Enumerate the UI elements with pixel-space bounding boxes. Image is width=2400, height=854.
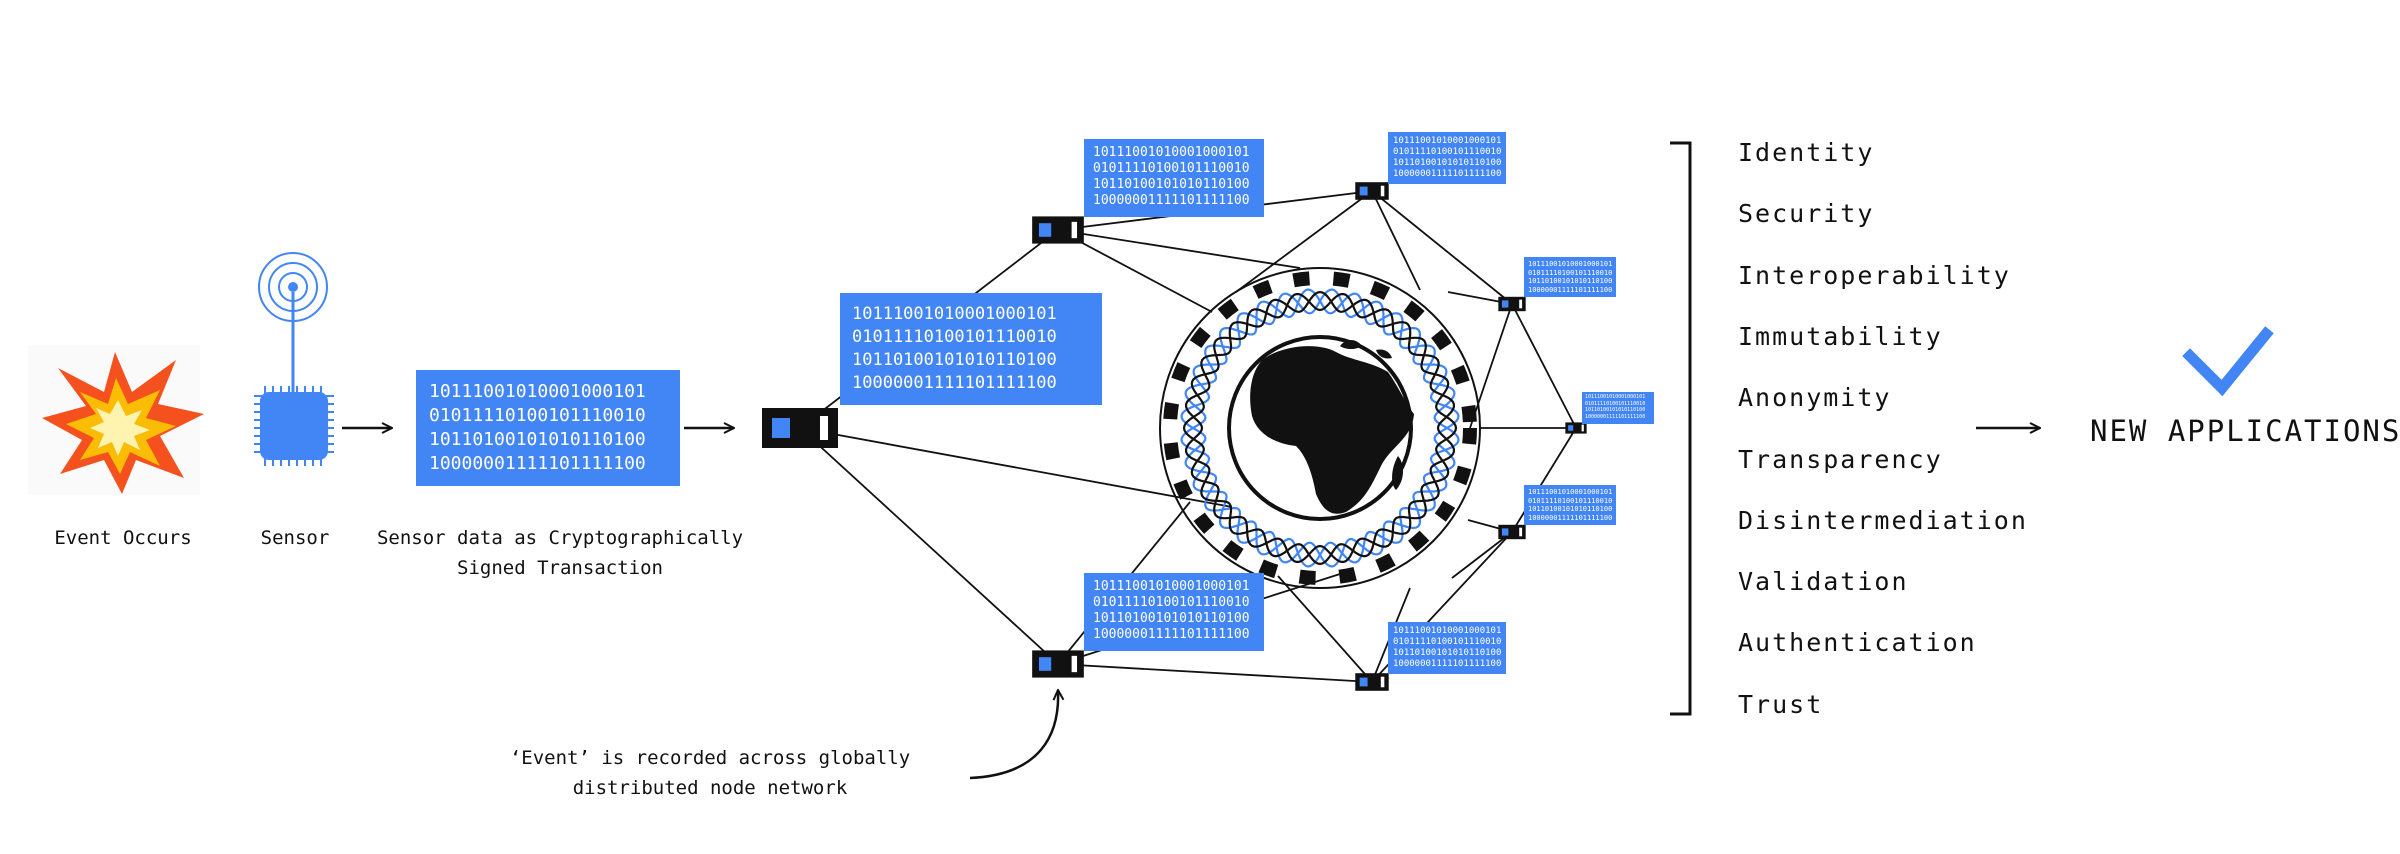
- network-ring: [1159, 267, 1481, 589]
- network-node: [1498, 524, 1526, 540]
- node-binary-block: 10111001010001000101 0101111010010111001…: [1582, 392, 1654, 424]
- property-validation: Validation: [1738, 567, 1909, 597]
- property-transparency: Transparency: [1738, 444, 1943, 474]
- globe-africa-icon: [1227, 335, 1414, 521]
- property-disintermediation: Disintermediation: [1738, 505, 2028, 535]
- caption-arrow: [969, 690, 1058, 780]
- network-nodes: [762, 182, 1587, 691]
- node-binary-block: 10111001010001000101 0101111010010111001…: [1524, 485, 1616, 525]
- properties-bracket: [1670, 141, 1692, 716]
- step-label-sensor: Sensor: [260, 527, 330, 549]
- property-security: Security: [1738, 199, 1875, 229]
- property-anonymity: Anonymity: [1738, 383, 1892, 413]
- property-authentication: Authentication: [1738, 628, 1977, 658]
- network-node: [1032, 650, 1084, 678]
- node-binary-block: 10111001010001000101 0101111010010111001…: [1524, 257, 1616, 297]
- network-node: [762, 408, 838, 448]
- network-caption: ‘Event’ is recorded across globally dist…: [509, 747, 911, 799]
- network-node: [1565, 422, 1587, 434]
- node-binary-block-large: 10111001010001000101 0101111010010111001…: [840, 293, 1102, 405]
- network-node: [1355, 673, 1389, 691]
- new-applications-label: NEW APPLICATIONS: [2090, 414, 2400, 448]
- property-trust: Trust: [1738, 689, 1824, 719]
- explosion-icon: [28, 345, 204, 495]
- step-label-transaction: Sensor data as Cryptographically Signed …: [376, 527, 744, 579]
- property-interoperability: Interoperability: [1738, 260, 2011, 290]
- node-binary-block: 10111001010001000101 0101111010010111001…: [1388, 622, 1506, 674]
- node-binary-block: 10111001010001000101 0101111010010111001…: [1084, 139, 1264, 217]
- sensor-chip-icon: [254, 252, 334, 466]
- transaction-binary-block: 10111001010001000101 0101111010010111001…: [416, 370, 680, 486]
- network-node: [1498, 296, 1526, 312]
- network-node: [1355, 182, 1389, 200]
- property-identity: Identity: [1738, 138, 1875, 167]
- step-label-event: Event Occurs: [54, 527, 192, 549]
- checkmark-icon: [2182, 326, 2274, 397]
- property-immutability: Immutability: [1738, 321, 1943, 351]
- node-binary-block: 10111001010001000101 0101111010010111001…: [1388, 132, 1506, 184]
- node-binary-block: 10111001010001000101 0101111010010111001…: [1084, 573, 1264, 651]
- network-node: [1032, 216, 1084, 244]
